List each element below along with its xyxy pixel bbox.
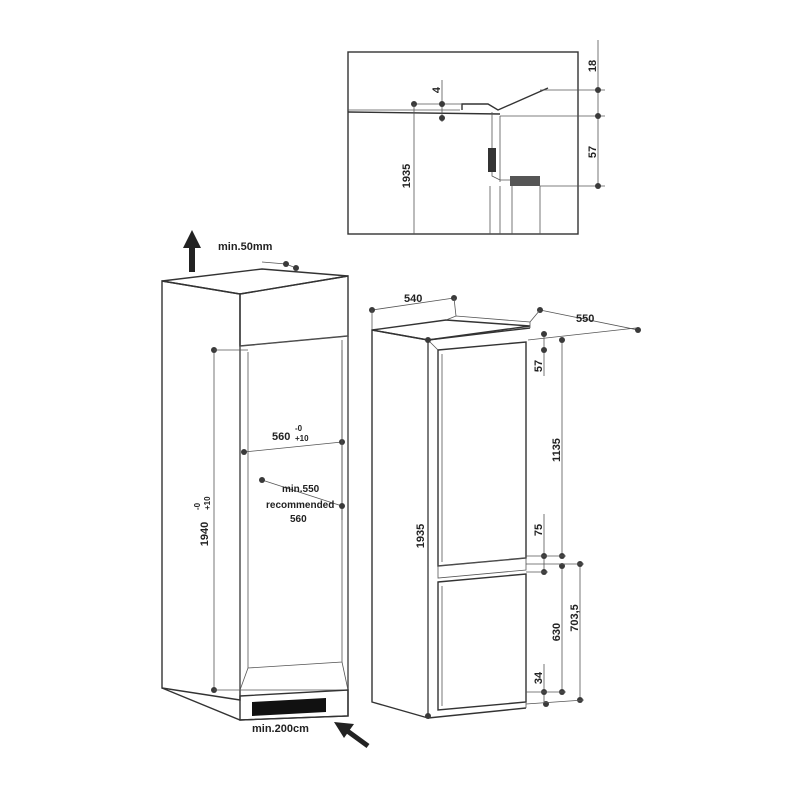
hinge-block [488, 148, 496, 172]
width-560-label: 560 [272, 431, 290, 443]
svg-text:+10: +10 [295, 434, 309, 443]
cabinet-left-side [161, 280, 241, 701]
cabinet-niche: min.50mm 560 -0 +10 min.550 recommended … [161, 230, 370, 749]
vent-bottom-label: min.200cm [252, 723, 309, 735]
arrow-up-icon [183, 230, 201, 272]
svg-text:-0: -0 [295, 424, 303, 433]
hinge-detail-view: 18 57 4 1935 [347, 40, 605, 235]
arrow-diagonal-icon [334, 722, 370, 749]
dim-57-detail: 57 [587, 146, 599, 158]
appliance-depth-550: 550 [576, 313, 594, 325]
cabinet-upper-panel [239, 275, 349, 347]
bottom-vent-grille [252, 698, 326, 716]
appliance-dim-57: 57 [533, 360, 545, 372]
detail-frame [347, 51, 579, 235]
svg-text:+10: +10 [203, 496, 212, 510]
hinge-profile [461, 87, 549, 111]
depth-min-label: min.550 [282, 484, 320, 495]
fridge-door [437, 341, 527, 567]
cabinet-top-edge [347, 111, 501, 115]
depth-recommended-label: recommended [266, 500, 334, 511]
fridge-door-1135: 1135 [551, 438, 563, 462]
height-1940-label: 1940 [199, 522, 211, 546]
vent-top-label: min.50mm [218, 241, 273, 253]
dim-4: 4 [431, 86, 443, 93]
freezer-total-703-5: 703,5 [569, 604, 581, 632]
depth-recommended-value: 560 [290, 514, 307, 525]
dim-18: 18 [587, 60, 599, 72]
divider-75: 75 [533, 524, 545, 536]
freezer-door-630: 630 [551, 623, 563, 641]
svg-text:-0: -0 [193, 502, 202, 510]
dim-1935-detail: 1935 [401, 164, 413, 188]
appliance-height-1935: 1935 [415, 524, 427, 548]
cabinet-top-face [161, 268, 349, 295]
appliance-fridge: 540 550 57 1135 75 630 703,5 [369, 293, 641, 719]
appliance-width-540: 540 [404, 293, 422, 305]
freezer-door [437, 573, 527, 711]
bottom-gap-34: 34 [533, 671, 545, 684]
